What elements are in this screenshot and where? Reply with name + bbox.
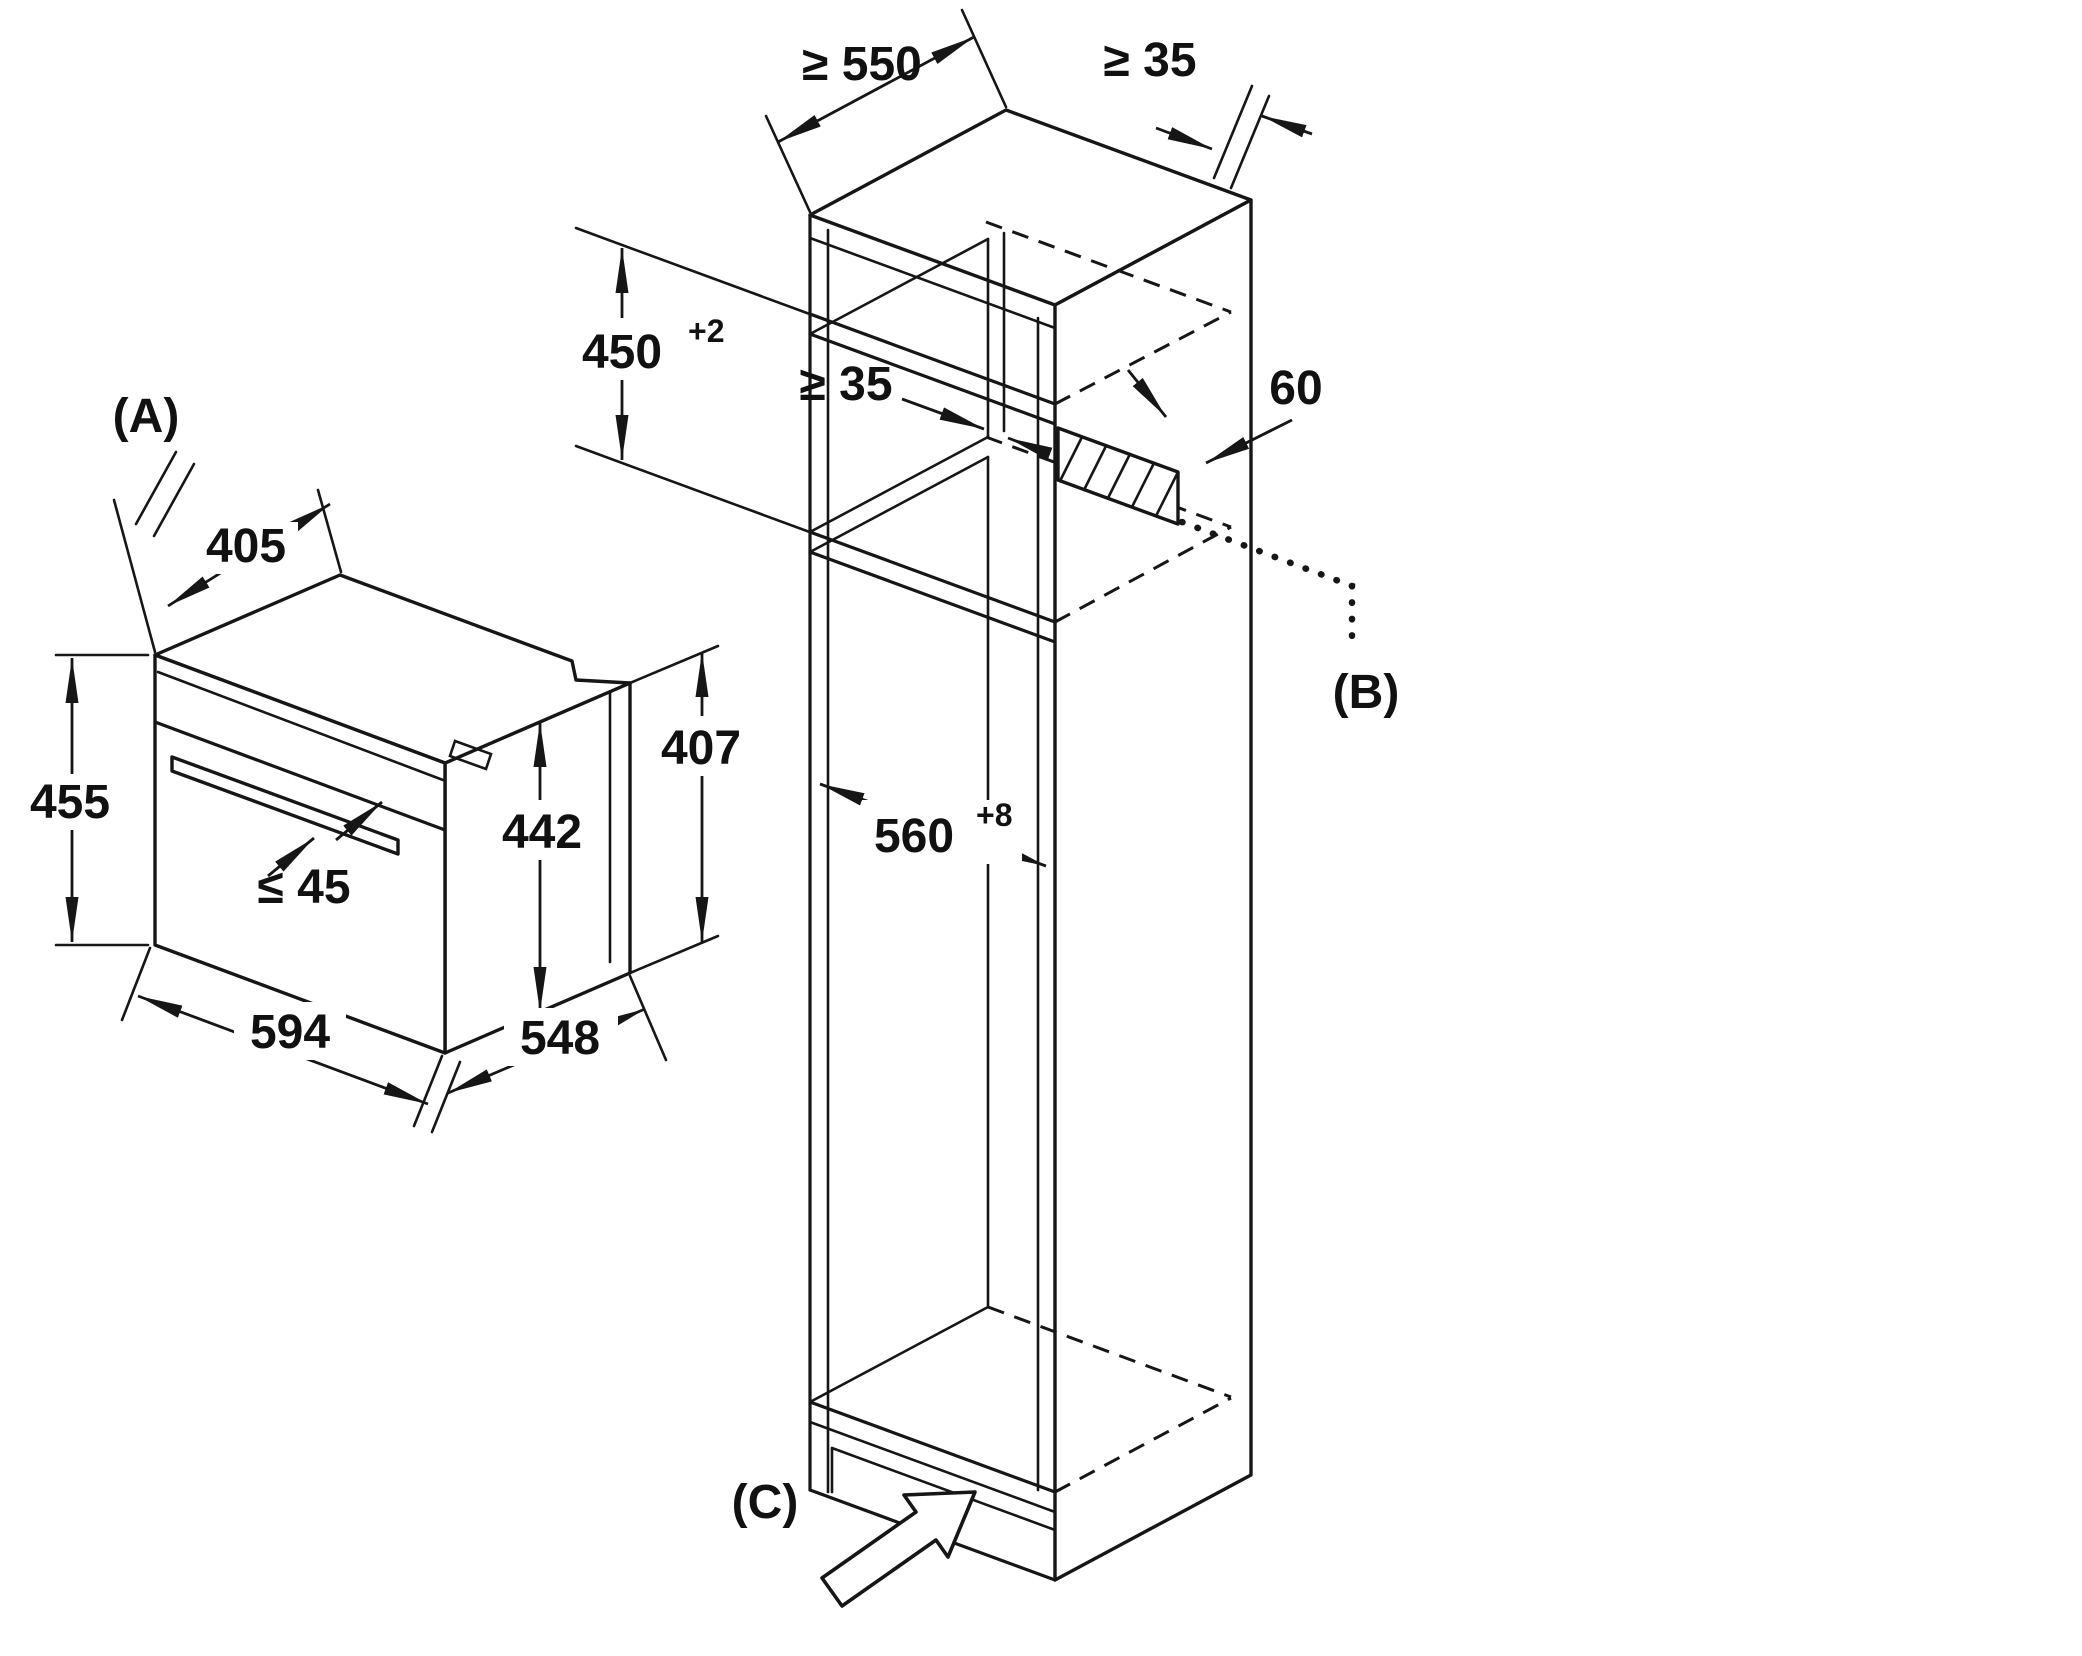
label-bg [504,1008,618,1066]
hidden-shelf-edge [1054,310,1232,406]
hatch-line [1058,435,1084,483]
vent-depth-arrow [1205,418,1293,465]
label-bg [560,318,746,380]
cabinet-drawing: 60 (B) ≥ 550 ≥ 35 450 +2 ≥ 35 560 +8 (C) [560,8,1400,1608]
wall-gap-arrow [1261,114,1313,138]
label-bg [862,800,1022,864]
oven-side-grip [448,739,493,771]
dim-label-oven-rear-height: 407 [661,722,741,775]
dim-label-oven-width: 594 [250,1006,330,1059]
hidden-shelf-edge [1054,525,1232,624]
dim-label-niche-width-tolerance: +8 [976,797,1012,833]
ext-line [316,488,343,574]
dim-label-handle-projection: ≤ 45 [257,861,350,914]
hidden-floor-edge [987,1305,1232,1399]
dim-label-vent-cutout: 60 [1269,362,1322,415]
front-plane-tick [152,462,196,538]
dim-label-niche-height-tolerance: +2 [688,313,724,349]
callout-label-b: (B) [1333,666,1400,719]
dim-label-rear-gap: ≥ 35 [799,358,892,411]
dim-label-oven-top-depth: 405 [206,520,286,573]
cabinet-right-face [1053,198,1253,1582]
dim-label-niche-height: 450 [582,326,662,379]
oven-door-frame-line [156,670,445,782]
oven-door-handle [170,755,400,856]
oven-drawing: 455 405 ≤ 45 442 407 594 548 [26,390,748,1134]
handle-arrow [267,836,315,878]
callout-label-c: (C) [732,1476,799,1529]
niche-ceiling-edge [808,237,990,336]
ext-line [574,444,828,540]
hatch-line [1154,470,1180,518]
insertion-direction-arrow [820,1490,977,1608]
rear-gap-arrow [1007,436,1053,460]
dim-label-wall-gap: ≥ 35 [1103,34,1196,87]
oven-control-panel-line [153,720,447,832]
front-plane-tick [134,450,178,526]
label-bg [234,1002,346,1060]
hidden-shelf-edge [985,220,1232,314]
dim-label-niche-width: 560 [874,810,954,863]
ext-line [628,644,720,685]
wall-gap-arrow [1155,126,1213,151]
plinth-top-edge [830,1446,1057,1532]
floor-front-edge [808,1420,1057,1514]
wall-plane-tick [1212,84,1254,180]
hatch-line [1106,452,1132,500]
ext-line [628,934,720,975]
floor-front-edge [808,1400,1057,1494]
dim-label-oven-depth: 548 [520,1012,600,1065]
hatch-line [1082,444,1108,492]
shelf-front-edge [808,312,1057,406]
vent-pointer-arrow [1126,369,1168,418]
ext-line [960,8,1008,109]
callout-leader-b [1178,518,1356,654]
ext-line [628,974,668,1062]
label-bg [654,716,748,776]
dim-line-cabinet-depth [777,35,975,144]
shelf-front-edge [808,530,1057,624]
front-plane-tick [412,1054,444,1128]
hatch-line [1130,461,1156,509]
hidden-floor-edge [1054,1396,1232,1494]
dim-label-oven-body-height: 442 [502,806,582,859]
ext-line [120,946,152,1022]
rear-gap-arrow [901,397,985,431]
niche-floor-edge [808,435,990,534]
wall-plane-tick [1229,94,1271,190]
handle-arrow [335,800,383,842]
dim-label-cabinet-depth: ≥ 550 [802,38,922,91]
ext-line [574,226,828,322]
lower-floor-edge [808,1305,990,1404]
ext-line [764,114,812,214]
lower-ceiling-edge [808,455,990,554]
label-bg [26,774,114,830]
callout-label-a: (A) [113,390,180,443]
label-bg [194,522,298,574]
shelf-front-edge [808,332,1057,426]
dim-label-oven-front-height: 455 [30,776,110,829]
shelf-front-edge [808,550,1057,644]
ext-line [112,498,157,654]
cabinet-top-rail-inner [808,236,1057,330]
label-bg [496,800,588,860]
